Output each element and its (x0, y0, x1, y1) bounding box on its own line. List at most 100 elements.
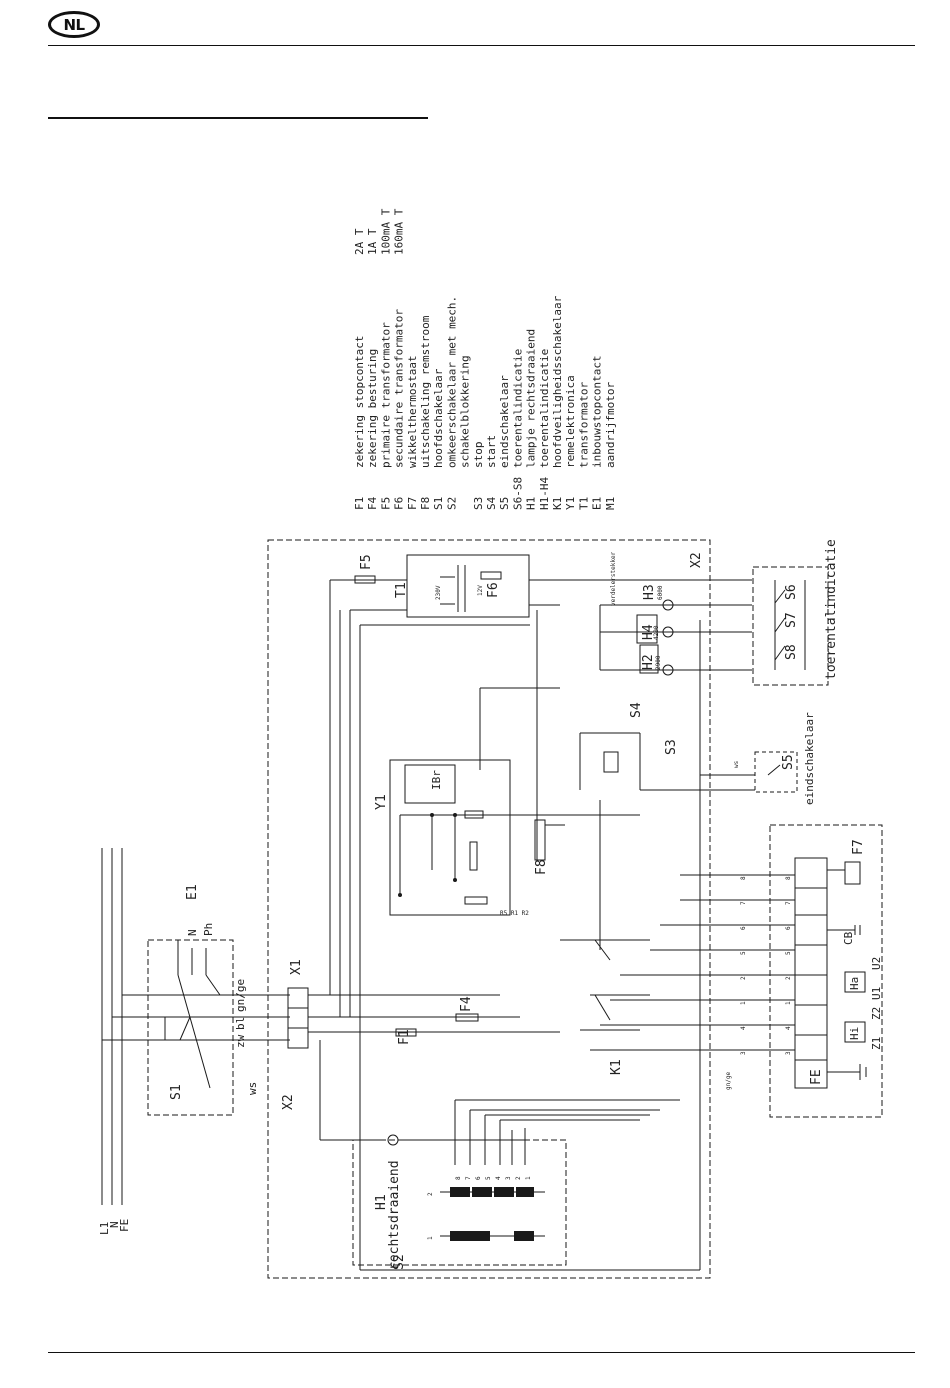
legend-code: H1 (525, 497, 538, 510)
legend-desc: hoofdveiligheidsschakelaar (551, 295, 564, 468)
legend-desc: stop (472, 442, 485, 469)
wire-ws: ws (246, 1082, 259, 1095)
legend-desc: eindschakelaar (498, 375, 511, 468)
label-f7: F7 (851, 839, 866, 855)
label-e1: E1 (185, 884, 200, 900)
s2-pin: 5 (485, 1176, 492, 1180)
motor-pin: 7 (785, 901, 792, 905)
label-s8: S8 (784, 644, 799, 660)
motor-wire-pin: 1 (740, 1001, 747, 1005)
motor-wire-pin: 4 (740, 1026, 747, 1030)
s2-pin: 7 (465, 1176, 472, 1180)
label-h2: H2 (641, 654, 656, 670)
label-hi: Hi (848, 1027, 861, 1040)
legend-desc: secundaire transformator (393, 309, 406, 468)
legend-desc: uitschakeling remstroom (419, 315, 432, 468)
legend-rating: 2A T (353, 228, 366, 255)
s2-pin: 4 (495, 1176, 502, 1180)
label-s7: S7 (784, 612, 799, 628)
label-rechtsdraaiend: rechtsdraaiend (387, 1160, 402, 1270)
legend-code: S5 (498, 497, 511, 510)
label-s6: S6 (784, 584, 799, 600)
label-f8: F8 (534, 859, 549, 875)
label-h1: H1 (374, 1194, 389, 1210)
motor-pin: 5 (785, 951, 792, 955)
motor-pin: 8 (785, 876, 792, 880)
label-trim: R5 R1 R2 (500, 910, 529, 917)
motor-pin: 3 (785, 1051, 792, 1055)
legend-desc: lampje rechtsdraaiend (525, 329, 538, 468)
label-f1: F1 (397, 1029, 412, 1045)
legend-code: S3 (472, 497, 485, 510)
wire-gnge: gn/ge (234, 979, 247, 1012)
legend-code: F4 (366, 496, 379, 510)
legend-code: F1 (353, 497, 366, 510)
legend-code: K1 (551, 497, 564, 510)
label-h4-rpm: 4200 (653, 625, 660, 640)
supply-label-l1: L1 (98, 1222, 111, 1235)
legend-rating: 100mA T (379, 208, 392, 255)
s2-pin: 1 (525, 1176, 532, 1180)
label-e1-n: N (186, 929, 199, 936)
motor-wire-pin: 3 (740, 1051, 747, 1055)
legend-desc: transformator (577, 382, 590, 468)
legend-desc: inbouwstopcontact (591, 355, 604, 468)
label-verdelerstekker: verdelerstekker (610, 551, 617, 606)
legend-code: M1 (604, 497, 617, 510)
label-e1-ph: Ph (202, 923, 215, 936)
legend-desc: wikkelthermostaat (406, 355, 419, 468)
label-s4: S4 (629, 702, 644, 718)
motor-pin: 1 (785, 1001, 792, 1005)
motor-wire-pin: 7 (740, 901, 747, 905)
label-u2: U2 (870, 957, 883, 970)
title-rule (48, 117, 428, 119)
motor-wire-pin: 8 (740, 876, 747, 880)
wire-bl: bl (234, 1017, 247, 1030)
legend-rating: 160mA T (393, 208, 406, 255)
wire-gnge-motor: gn/ge (725, 1072, 732, 1090)
label-x2-right: X2 (689, 552, 704, 568)
label-t1: T1 (394, 582, 409, 598)
legend-code: S6-S8 (511, 477, 524, 510)
label-ibr: IBr (430, 770, 443, 790)
label-h3: H3 (642, 584, 657, 600)
legend-code: H1-H4 (538, 477, 551, 510)
label-s3: S3 (664, 739, 679, 755)
legend-code: F5 (379, 497, 392, 510)
legend-desc: remelektronica (564, 375, 577, 468)
label-h2-rpm: 2900 (655, 655, 662, 670)
label-k1: K1 (609, 1059, 624, 1075)
label-eindschakelaar: eindschakelaar (803, 712, 816, 805)
legend-desc: hoofdschakelaar (432, 368, 445, 468)
s2-pin: 2 (515, 1176, 522, 1180)
label-h4: H4 (641, 624, 656, 640)
legend-code: S1 (432, 497, 445, 510)
legend-desc: aandrijfmotor (604, 382, 617, 468)
legend-rating: 1A T (366, 228, 379, 255)
legend-code: T1 (577, 497, 590, 510)
label-fe-motor: FE (809, 1069, 824, 1085)
label-f6: F6 (486, 582, 501, 598)
label-s5: S5 (781, 754, 796, 770)
s2-pin: 3 (505, 1176, 512, 1180)
legend-code: S4 (485, 496, 498, 510)
label-ha: Ha (848, 977, 861, 990)
legend-code: F7 (406, 497, 419, 510)
legend-desc: primaire transformator (379, 322, 392, 468)
supply-label-fe: FE (118, 1219, 131, 1232)
label-s2-row2: 2 (427, 1192, 434, 1196)
motor-wire-pin: 6 (740, 926, 747, 930)
label-x2-left: X2 (281, 1094, 296, 1110)
label-s2-row1: 1 (427, 1236, 434, 1240)
label-x1: X1 (289, 959, 304, 975)
label-cb: CB (842, 931, 855, 945)
legend-code: F6 (393, 497, 406, 510)
legend-code: E1 (591, 497, 604, 510)
legend-code: S2 (445, 497, 458, 510)
legend-desc: zekering besturing (366, 349, 379, 468)
motor-pin: 6 (785, 926, 792, 930)
legend-code: F8 (419, 497, 432, 510)
